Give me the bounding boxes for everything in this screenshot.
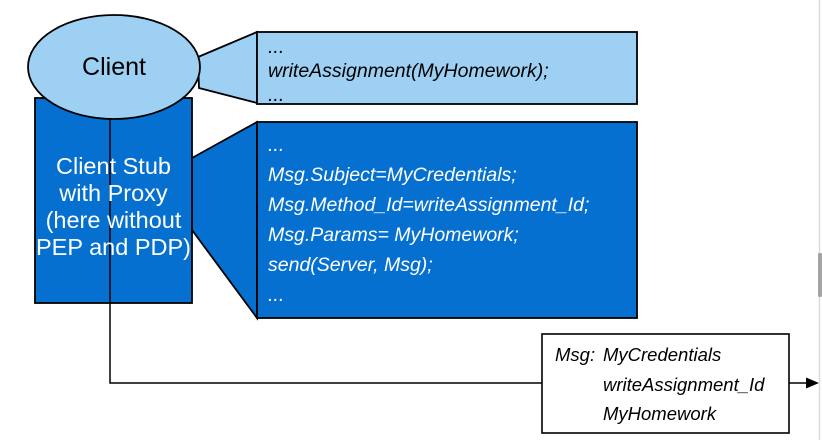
client-stub-rect (34, 97, 193, 304)
stub-code-line: ... (268, 134, 285, 156)
client-code-line: writeAssignment(MyHomework); (268, 60, 549, 82)
client-code-line: ... (268, 36, 285, 58)
client-code-text: ... writeAssignment(MyHomework); ... (268, 35, 549, 107)
client-code-callout-wedge (197, 30, 258, 105)
stub-code-box (256, 121, 638, 319)
stub-code-callout-wedge (191, 120, 258, 321)
client-code-box (256, 31, 638, 105)
client-label: Client (82, 53, 146, 81)
stub-code-text: ... Msg.Subject=MyCredentials; Msg.Metho… (268, 130, 589, 310)
message-box (541, 333, 790, 434)
message-value: writeAssignment_Id (603, 373, 765, 395)
stub-code-line: Msg.Subject=MyCredentials; (268, 164, 517, 186)
client-stub-label: Client Stub with Proxy (here without PEP… (35, 153, 192, 261)
stub-label-line: with Proxy (59, 180, 168, 206)
stub-label-line: Client Stub (56, 153, 171, 179)
arrow-head-icon (806, 377, 819, 389)
stub-code-line: Msg.Method_Id=writeAssignment_Id; (268, 194, 590, 216)
client-code-line: ... (268, 84, 285, 106)
message-value: MyHomework (603, 403, 717, 424)
message-flow-line (109, 119, 542, 384)
stub-code-line: Msg.Params= MyHomework; (268, 224, 519, 246)
stub-code-line: ... (268, 284, 285, 306)
message-value: MyCredentials (603, 344, 722, 365)
message-box-text: Msg: MyCredentials writeAssignment_Id My… (555, 340, 764, 429)
stub-label-line: (here without (45, 207, 182, 233)
scrollbar-thumb[interactable] (818, 253, 822, 297)
client-ellipse (27, 14, 201, 120)
stub-code-line: send(Server, Msg); (268, 254, 433, 276)
stub-label-line: PEP and PDP) (35, 234, 191, 260)
message-box-values: MyCredentials writeAssignment_Id MyHomew… (603, 340, 764, 429)
message-box-label: Msg: (555, 344, 596, 365)
